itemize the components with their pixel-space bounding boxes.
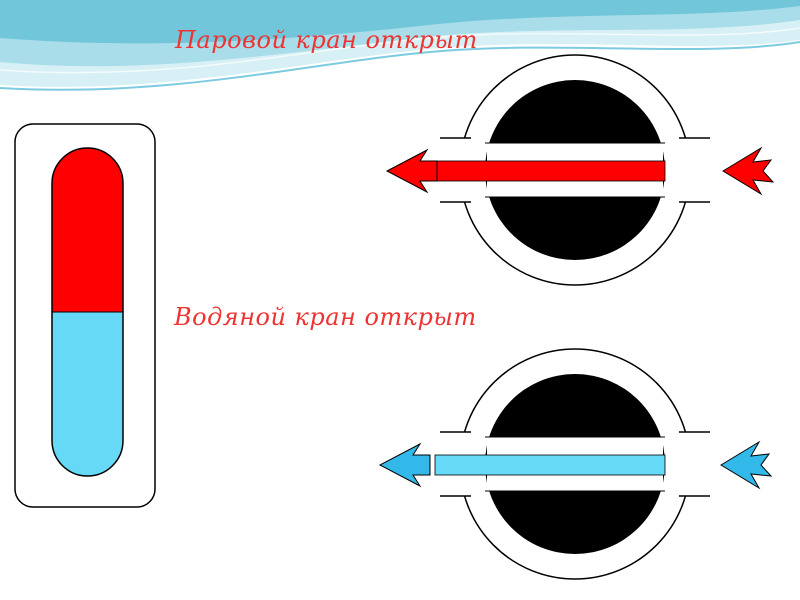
water-valve	[378, 348, 773, 580]
gauge-glass	[14, 123, 156, 508]
water-arrow-right-icon	[720, 440, 773, 490]
water-level	[52, 312, 123, 476]
gauge-tube	[51, 147, 124, 477]
steam-arrow-right-icon	[722, 146, 775, 196]
water-arrow-left-icon	[378, 442, 431, 488]
wave-front	[0, 0, 800, 44]
water-flow-bar	[434, 454, 666, 476]
steam-valve	[385, 54, 775, 286]
steam-flow-bar	[434, 160, 666, 182]
header-waves	[0, 0, 800, 91]
steam-arrow-left-icon	[385, 148, 438, 194]
water-valve-label: Водяной кран открыт	[174, 303, 477, 331]
steam-valve-label: Паровой кран открыт	[175, 26, 478, 54]
wave-line-2	[0, 27, 800, 74]
steam-level	[52, 148, 123, 312]
wave-line	[0, 41, 800, 91]
